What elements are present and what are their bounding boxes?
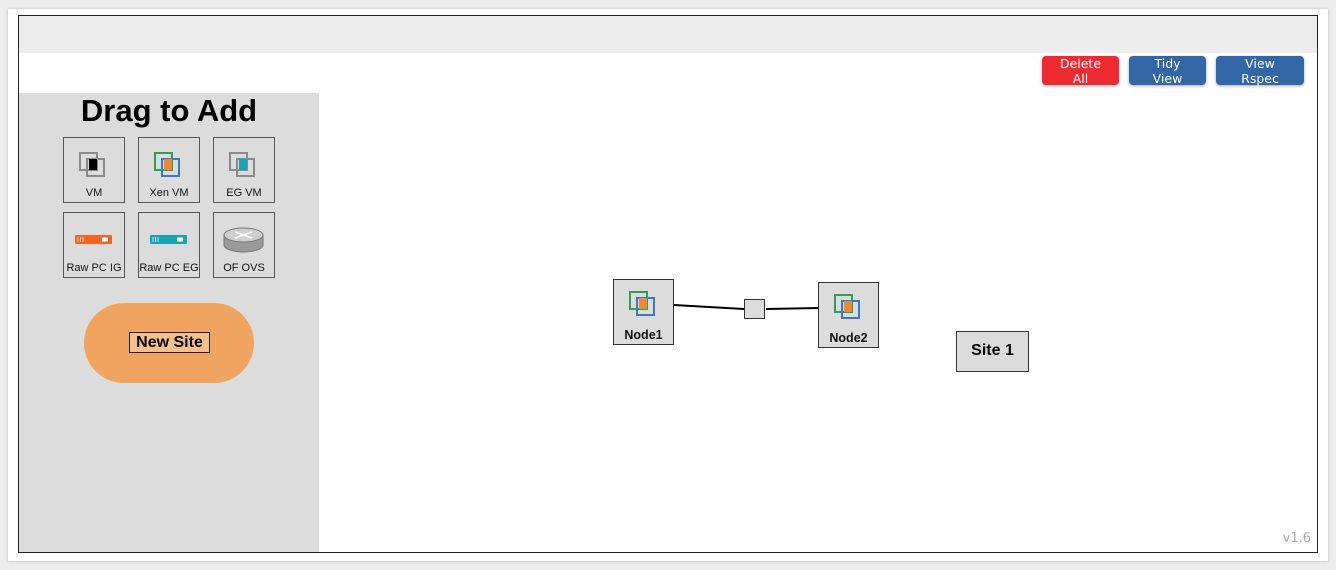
raw-pc-ig-icon xyxy=(75,235,112,244)
xen-vm-icon xyxy=(834,294,860,319)
palette-tool-raw-pc-ig[interactable]: Raw PC IG xyxy=(63,212,125,278)
xen-vm-icon xyxy=(154,152,180,177)
palette-tool-label: VM xyxy=(85,187,103,199)
router-icon xyxy=(223,227,264,253)
delete-all-button[interactable]: Delete All xyxy=(1042,56,1119,86)
topology-editor: Delete All Tidy View View Rspec Drag to … xyxy=(18,15,1318,553)
new-site-tool[interactable]: New Site xyxy=(84,303,254,383)
app-frame: Delete All Tidy View View Rspec Drag to … xyxy=(8,9,1328,561)
palette-tool-label: Xen VM xyxy=(149,187,189,199)
palette-tool-label: OF OVS xyxy=(223,262,265,274)
palette-tool-raw-pc-eg[interactable]: Raw PC EG xyxy=(138,212,200,278)
palette-tool-eg-vm[interactable]: EG VM xyxy=(213,137,275,203)
palette-panel: Drag to Add VM Xen VM xyxy=(19,93,319,552)
eg-vm-icon xyxy=(229,152,255,177)
view-rspec-button[interactable]: View Rspec xyxy=(1216,56,1304,86)
palette-tool-label: EG VM xyxy=(226,187,262,199)
link-line[interactable] xyxy=(765,307,820,310)
canvas-node-2[interactable]: Node2 xyxy=(818,282,879,348)
link-box[interactable] xyxy=(744,299,765,319)
node-label: Node1 xyxy=(624,328,663,342)
version-label: v1.6 xyxy=(1282,531,1311,546)
node-label: Node2 xyxy=(829,331,868,345)
palette-tool-label: Raw PC IG xyxy=(66,262,122,274)
vm-icon xyxy=(79,152,105,177)
link-lines xyxy=(673,304,820,310)
xen-vm-icon xyxy=(629,291,655,316)
link-line[interactable] xyxy=(673,304,745,310)
palette-title: Drag to Add xyxy=(80,93,258,128)
site-box[interactable]: Site 1 xyxy=(956,331,1029,372)
palette-tool-xen-vm[interactable]: Xen VM xyxy=(138,137,200,203)
tidy-view-button[interactable]: Tidy View xyxy=(1129,56,1206,86)
topology-canvas[interactable]: Node1 Node2 Site 1 xyxy=(319,53,1317,552)
top-bar xyxy=(19,16,1317,53)
canvas-node-1[interactable]: Node1 xyxy=(613,279,674,345)
palette-tool-vm[interactable]: VM xyxy=(63,137,125,203)
raw-pc-eg-icon xyxy=(150,235,187,244)
palette-tool-label: Raw PC EG xyxy=(139,262,199,274)
new-site-label: New Site xyxy=(129,332,210,353)
palette-tool-of-ovs[interactable]: OF OVS xyxy=(213,212,275,278)
